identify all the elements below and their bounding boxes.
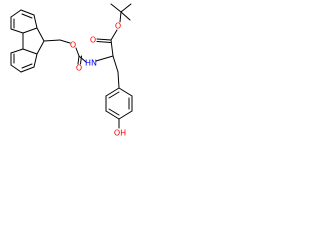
bond <box>120 11 131 21</box>
bond <box>10 28 24 34</box>
bond <box>78 55 87 63</box>
bond <box>75 47 80 57</box>
atom-label-phenol-hydroxyl: OH <box>114 129 126 138</box>
bond <box>20 66 35 73</box>
bond <box>120 3 132 13</box>
atom-label-amide-nitrogen: HN <box>85 59 97 68</box>
bond <box>108 108 120 116</box>
bond <box>96 41 112 43</box>
atom-labels: O O O O HN OH <box>70 22 126 138</box>
bond <box>110 29 118 41</box>
bond <box>95 55 114 62</box>
bond <box>77 55 80 65</box>
bond <box>36 27 45 42</box>
atom-label-carbamate-carbonyl-oxygen: O <box>76 64 82 73</box>
bond <box>105 110 120 120</box>
bond <box>36 40 45 55</box>
bond <box>22 48 38 55</box>
atom-label-carbonyl-oxygen: O <box>90 36 96 45</box>
bond <box>112 55 119 73</box>
bond <box>118 110 133 120</box>
bond <box>110 39 114 57</box>
bond <box>21 63 33 69</box>
atom-label-carbamate-oxygen: O <box>70 41 76 50</box>
chemical-structure-diagram: O O O O HN OH <box>10 3 133 138</box>
bond <box>118 87 133 97</box>
atom-label-ester-oxygen: O <box>115 22 121 31</box>
bond <box>59 39 71 44</box>
bond <box>33 53 38 68</box>
bond <box>105 87 120 97</box>
bond <box>110 3 122 13</box>
bond <box>33 14 38 29</box>
bond <box>10 64 22 73</box>
bond <box>10 9 22 18</box>
bond <box>21 13 33 19</box>
bond <box>108 91 120 99</box>
bond <box>119 11 122 23</box>
bond <box>80 55 82 65</box>
bond <box>117 71 120 89</box>
bond <box>22 27 38 34</box>
bond <box>43 39 61 42</box>
bond <box>10 48 24 54</box>
bond <box>96 38 112 41</box>
bond-lines <box>10 3 133 129</box>
bond <box>20 9 35 16</box>
